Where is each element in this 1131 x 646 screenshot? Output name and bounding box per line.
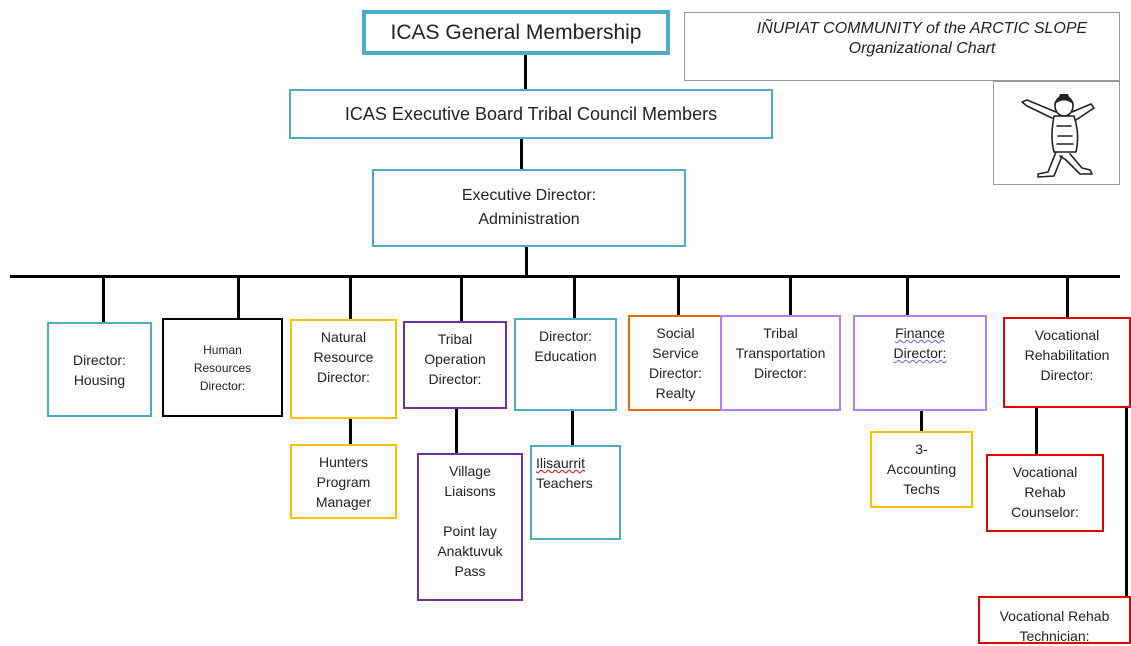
logo-box <box>993 81 1120 185</box>
connector-rehab-technician <box>1125 404 1128 596</box>
hr-director-label: Human Resources Director: <box>193 342 252 393</box>
transportation-director-label: Tribal Transportation Director: <box>735 325 826 381</box>
natural-resource-director-label: Natural Resource Director: <box>313 329 374 385</box>
connector-education-teachers <box>571 410 574 446</box>
general-membership-label: ICAS General Membership <box>390 20 642 44</box>
accounting-techs-box: 3- Accounting Techs <box>870 431 973 508</box>
connector-tribal-operation-village <box>455 408 458 454</box>
transportation-director-box: Tribal Transportation Director: <box>720 315 841 411</box>
executive-director-box: Executive Director: Administration <box>372 169 686 247</box>
teachers-word-1: Ilisaurrit <box>536 455 586 471</box>
housing-director-box: Director: Housing <box>47 322 152 417</box>
connector-board-executive <box>520 138 523 170</box>
connector-finance-accounting <box>920 410 923 432</box>
village-liaisons-label: Village Liaisons Point lay Anaktuvuk Pas… <box>437 463 503 579</box>
hr-director-box: Human Resources Director: <box>162 318 283 417</box>
hunters-program-box: Hunters Program Manager <box>290 444 397 519</box>
rehab-technician-box: Vocational Rehab Technician: <box>978 596 1131 644</box>
department-bus-line <box>10 275 1120 278</box>
vocational-rehab-director-box: Vocational Rehabilitation Director: <box>1003 317 1131 408</box>
dancer-figure-icon <box>1021 94 1095 178</box>
housing-director-label: Director: Housing <box>73 351 126 388</box>
executive-director-subtitle: Administration <box>478 211 580 228</box>
village-liaisons-box: Village Liaisons Point lay Anaktuvuk Pas… <box>417 453 523 601</box>
accounting-techs-label: 3- Accounting Techs <box>886 441 957 497</box>
connector-bus-tribal-operation <box>460 278 463 322</box>
teachers-box: Ilisaurrit Teachers <box>530 445 621 540</box>
connector-natural-resource-hunters <box>349 418 352 444</box>
tribal-operation-director-label: Tribal Operation Director: <box>424 331 486 387</box>
vocational-rehab-director-label: Vocational Rehabilitation Director: <box>1024 327 1110 383</box>
rehab-counselor-box: Vocational Rehab Counselor: <box>986 454 1104 532</box>
connector-bus-transportation <box>789 278 792 316</box>
hunters-program-label: Hunters Program Manager <box>315 453 372 510</box>
rehab-technician-label: Vocational Rehab Technician: <box>999 608 1110 644</box>
executive-board-label: ICAS Executive Board Tribal Council Memb… <box>344 104 718 124</box>
general-membership-box: ICAS General Membership <box>362 10 670 55</box>
connector-bus-hr <box>237 278 240 318</box>
chart-title: IÑUPIAT COMMUNITY of the ARCTIC SLOPE <box>756 20 1088 37</box>
connector-membership-board <box>524 54 527 90</box>
tribal-operation-director-box: Tribal Operation Director: <box>403 321 507 409</box>
connector-bus-vocational-rehab <box>1066 278 1069 318</box>
education-director-box: Director: Education <box>514 318 617 411</box>
executive-director-title: Executive Director: <box>461 187 597 204</box>
education-director-label: Director: Education <box>534 328 597 364</box>
finance-director-box: Finance Director: <box>853 315 987 411</box>
finance-director-label: Finance Director: <box>893 325 947 361</box>
connector-executive-bus <box>525 246 528 276</box>
rehab-counselor-label: Vocational Rehab Counselor: <box>1011 464 1079 520</box>
social-service-director-box: Social Service Director: Realty <box>628 315 723 411</box>
chart-subtitle: Organizational Chart <box>848 40 996 57</box>
teachers-word-2: Teachers <box>536 475 593 491</box>
connector-bus-natural-resource <box>349 278 352 320</box>
connector-bus-finance <box>906 278 909 316</box>
connector-bus-education <box>573 278 576 318</box>
social-service-director-label: Social Service Director: Realty <box>649 325 702 401</box>
executive-board-box: ICAS Executive Board Tribal Council Memb… <box>289 89 773 139</box>
chart-title-box: IÑUPIAT COMMUNITY of the ARCTIC SLOPE Or… <box>684 12 1120 81</box>
connector-bus-housing <box>102 278 105 322</box>
connector-rehab-counselor <box>1035 408 1038 454</box>
natural-resource-director-box: Natural Resource Director: <box>290 319 397 419</box>
connector-bus-social-service <box>677 278 680 316</box>
